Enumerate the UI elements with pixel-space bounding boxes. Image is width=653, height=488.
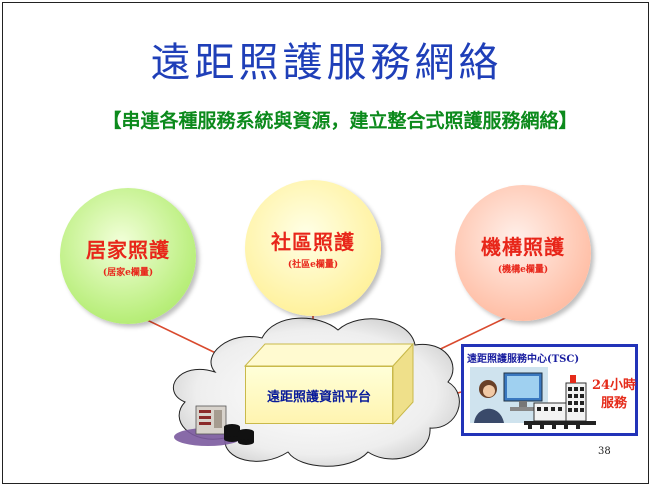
platform-cube-side [392, 342, 414, 426]
server-database-icon [174, 405, 254, 446]
page-title: 遠距照護服務網絡 [150, 40, 503, 86]
tsc-panel: 遠距照護服務中心(TSC) 24小時 服務 [461, 344, 638, 436]
institution-care-sub-label: (機構e欄量) [497, 265, 549, 275]
tsc-illustration [470, 367, 596, 429]
community-care-sub-label: (社區e欄量) [287, 260, 339, 270]
institution-care-bubble: 機構照護 (機構e欄量) [455, 185, 591, 321]
home-care-bubble: 居家照護 (居家e欄量) [60, 188, 196, 324]
community-care-bubble: 社區照護 (社區e欄量) [245, 180, 381, 316]
tsc-header: 遠距照護服務中心(TSC) [467, 354, 580, 365]
info-platform-label: 遠距照護資訊平台 [266, 389, 371, 405]
subtitle: 【串連各種服務系統與資源，建立整合式照護服務網絡】 [102, 110, 578, 132]
service-hours-label: 24小時 服務 [589, 377, 639, 413]
building-icon [524, 375, 596, 429]
institution-care-label: 機構照護 [481, 235, 565, 259]
service-hours-line1: 24小時 [591, 378, 637, 393]
info-platform-box: 遠距照護資訊平台 [245, 366, 393, 424]
service-hours-line2: 服務 [600, 396, 627, 411]
home-care-label: 居家照護 [86, 238, 170, 262]
platform-cube-top [243, 343, 415, 367]
home-care-sub-label: (居家e欄量) [102, 268, 154, 278]
community-care-label: 社區照護 [271, 230, 355, 254]
page-number: 38 [598, 446, 611, 457]
